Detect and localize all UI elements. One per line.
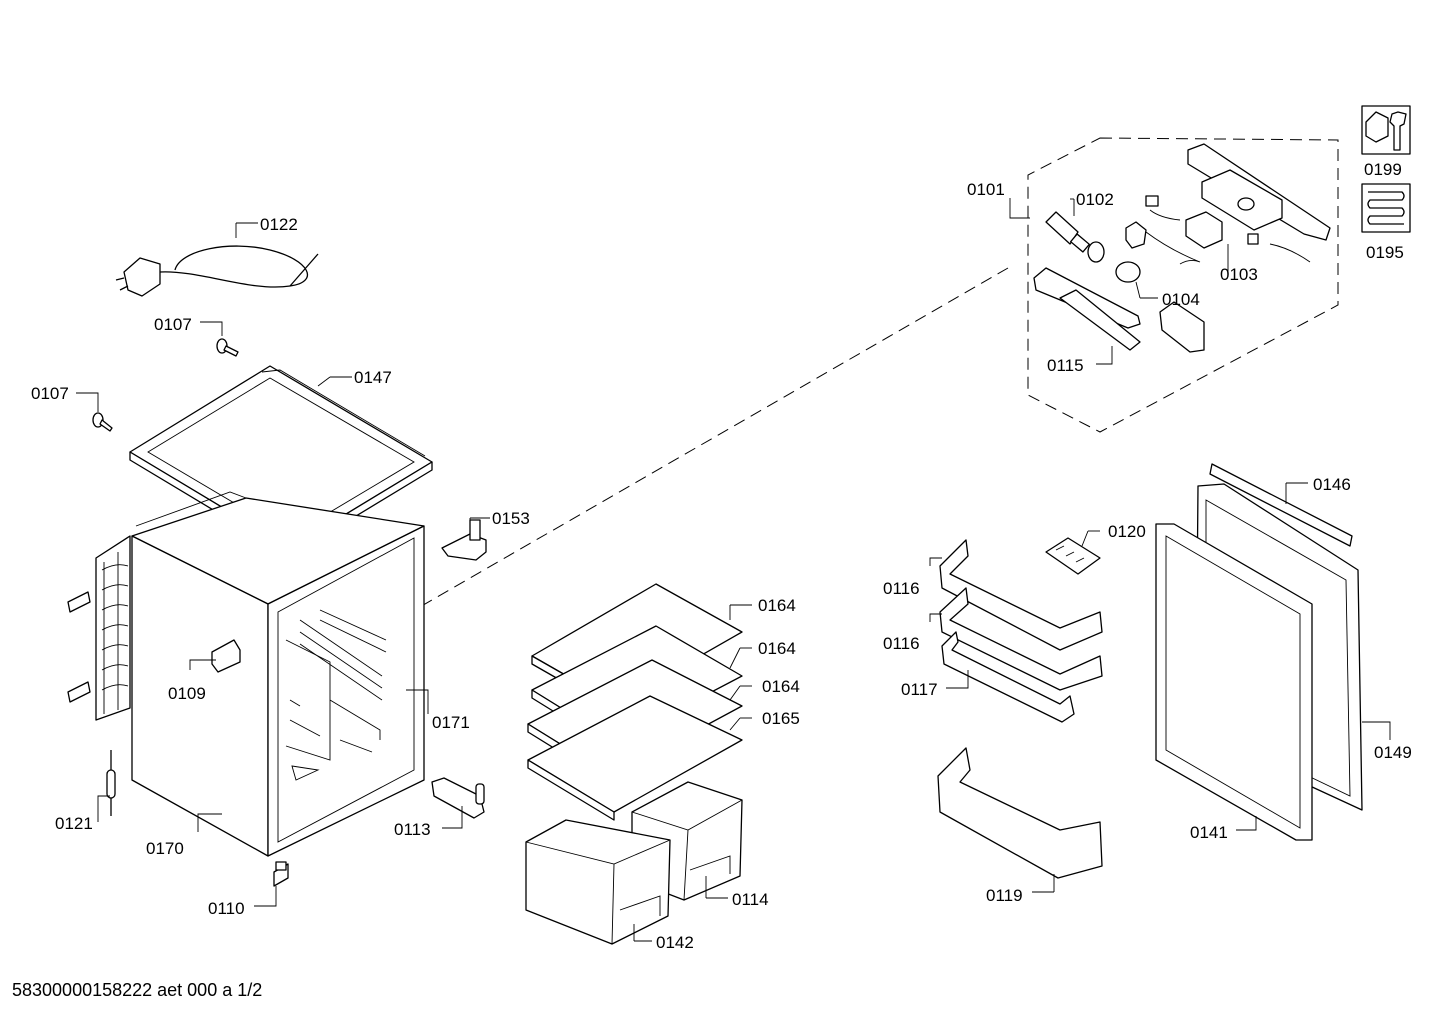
label-0120: 0120 bbox=[1108, 522, 1146, 541]
coil-icon[interactable] bbox=[1361, 183, 1411, 233]
label-0142: 0142 bbox=[656, 933, 694, 952]
crisper-drawers bbox=[525, 781, 743, 945]
label-0107-top: 0107 bbox=[154, 315, 192, 334]
label-0195: 0195 bbox=[1366, 243, 1404, 262]
group-link-dash bbox=[417, 267, 1009, 609]
electronics-group bbox=[1033, 143, 1331, 353]
label-0107-left: 0107 bbox=[31, 384, 69, 403]
label-0110: 0110 bbox=[208, 899, 245, 918]
label-0164-a: 0164 bbox=[758, 596, 796, 615]
hinge-0113 bbox=[431, 777, 485, 819]
label-0115: 0115 bbox=[1047, 356, 1084, 375]
label-0116-b: 0116 bbox=[883, 634, 920, 653]
label-0114: 0114 bbox=[732, 890, 769, 909]
label-0199: 0199 bbox=[1364, 160, 1402, 179]
door bbox=[1155, 463, 1363, 841]
cabinet-body bbox=[67, 491, 425, 857]
label-0164-b: 0164 bbox=[758, 639, 796, 658]
power-cord bbox=[115, 245, 319, 297]
leader-lines bbox=[76, 198, 1391, 942]
door-shelves bbox=[937, 537, 1103, 879]
label-0147: 0147 bbox=[354, 368, 392, 387]
label-0113: 0113 bbox=[394, 820, 431, 839]
label-0103: 0103 bbox=[1220, 265, 1258, 284]
label-0102: 0102 bbox=[1076, 190, 1114, 209]
label-0116-a: 0116 bbox=[883, 579, 920, 598]
label-0164-c: 0164 bbox=[762, 677, 800, 696]
label-0153: 0153 bbox=[492, 509, 530, 528]
label-0119: 0119 bbox=[986, 886, 1023, 905]
screw-0107-left bbox=[92, 412, 113, 432]
group-outline bbox=[1027, 137, 1339, 433]
label-0109: 0109 bbox=[168, 684, 206, 703]
label-0146: 0146 bbox=[1313, 475, 1351, 494]
label-0171: 0171 bbox=[432, 713, 470, 732]
shelves bbox=[527, 583, 743, 821]
tools-icon[interactable] bbox=[1361, 105, 1411, 155]
label-0170: 0170 bbox=[146, 839, 184, 858]
sensor-0121 bbox=[106, 750, 116, 816]
foot-0110 bbox=[273, 861, 289, 887]
label-0141: 0141 bbox=[1190, 823, 1228, 842]
label-0121: 0121 bbox=[55, 814, 93, 833]
label-0104: 0104 bbox=[1162, 290, 1200, 309]
label-0149: 0149 bbox=[1374, 743, 1412, 762]
screw-0107-top bbox=[216, 338, 239, 357]
label-0165: 0165 bbox=[762, 709, 800, 728]
label-0117: 0117 bbox=[901, 680, 938, 699]
hinge-0153 bbox=[441, 519, 487, 561]
label-0122: 0122 bbox=[260, 215, 298, 234]
drawing-number: 58300000158222 aet 000 a 1/2 bbox=[12, 980, 263, 1000]
label-0101: 0101 bbox=[967, 180, 1005, 199]
